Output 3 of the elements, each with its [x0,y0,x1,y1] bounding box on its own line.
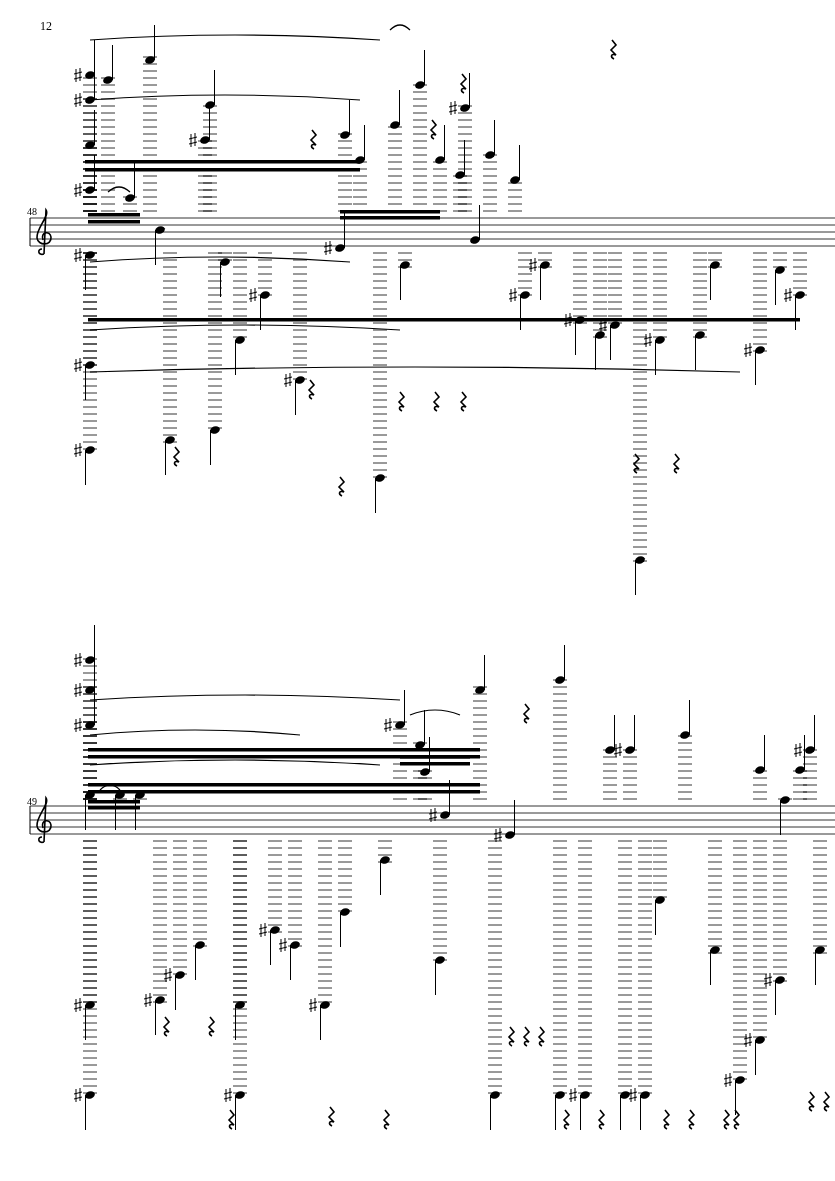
measure-number: 48 [27,207,37,217]
measure-number: 49 [27,797,37,807]
page-number: 12 [40,20,52,32]
